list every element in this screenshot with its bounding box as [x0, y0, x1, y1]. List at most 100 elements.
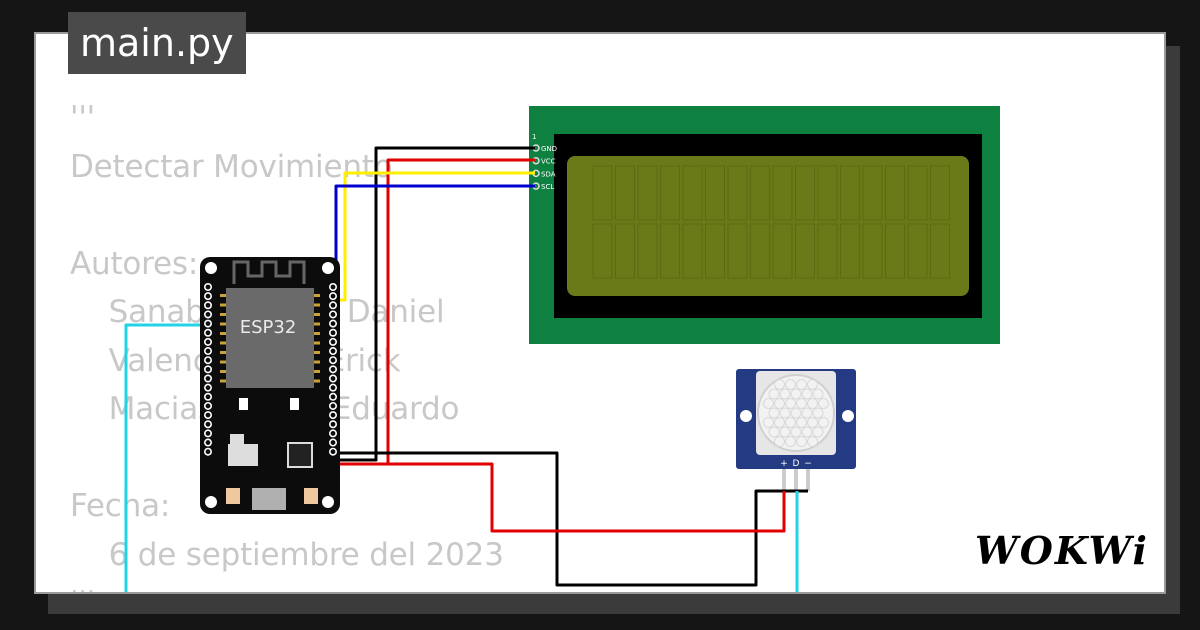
pir-lens-cell	[812, 388, 824, 400]
esp32-pin-left[interactable]	[204, 365, 213, 374]
esp32-module-leg	[312, 322, 320, 326]
esp32-pin-right[interactable]	[328, 392, 337, 401]
esp32-module-leg	[312, 332, 320, 335]
lcd-char-cell	[727, 223, 748, 279]
esp32-mount-hole	[322, 262, 334, 274]
wire-esp32-signal[interactable]	[124, 323, 208, 600]
esp32-pin-right[interactable]	[328, 429, 337, 438]
esp32-pin-left[interactable]	[204, 282, 213, 291]
esp32-module-leg	[312, 303, 320, 307]
pir-pin-vcc[interactable]	[782, 469, 786, 491]
lcd-screen	[567, 156, 969, 296]
pir-lens-cell	[779, 388, 791, 400]
esp32-module-leg	[220, 360, 228, 364]
pir-sensor[interactable]: + D −	[736, 369, 856, 491]
esp32-pin-left[interactable]	[204, 383, 213, 392]
esp32-pin-left[interactable]	[204, 356, 213, 365]
esp32-pin-right[interactable]	[328, 301, 337, 310]
pir-lens-cell	[763, 417, 774, 428]
esp32-antenna	[232, 260, 306, 284]
pir-lens-cell	[768, 426, 780, 438]
esp32-module-leg	[220, 313, 228, 316]
esp32-pin-left[interactable]	[204, 411, 213, 420]
esp32-pin-left[interactable]	[204, 301, 213, 310]
esp32-chip-label: ESP32	[240, 317, 297, 338]
esp32-pin-left[interactable]	[204, 420, 213, 429]
esp32-pin-left[interactable]	[204, 429, 213, 438]
esp32-pin-left[interactable]	[204, 310, 213, 319]
esp32-pin-left[interactable]	[204, 337, 213, 346]
esp32-component	[290, 398, 299, 410]
wire-pir-gnd[interactable]	[331, 451, 808, 587]
esp32-pin-left[interactable]	[204, 319, 213, 328]
esp32-pin-left[interactable]	[204, 292, 213, 301]
lcd-char-cell	[660, 223, 680, 279]
esp32-mount-hole	[205, 262, 217, 274]
lcd-char-cell	[930, 223, 950, 279]
pir-lens-cell	[790, 426, 802, 438]
pir-lens-pattern	[763, 379, 829, 447]
lcd-char-cell	[885, 223, 905, 279]
esp32-module-leg	[220, 370, 228, 373]
esp32-pin-right[interactable]	[328, 337, 337, 346]
esp32-pin-right[interactable]	[328, 411, 337, 420]
wire-pir-vcc[interactable]	[331, 462, 786, 533]
lcd-char-cell	[682, 165, 703, 221]
esp32-pin-left[interactable]	[204, 401, 213, 410]
pir-lens-cell	[763, 398, 774, 409]
pir-pin-data[interactable]	[794, 469, 798, 491]
esp32-module-leg	[312, 351, 320, 354]
esp32-pin-right[interactable]	[328, 401, 337, 410]
esp32-pin-right[interactable]	[328, 347, 337, 356]
lcd-pin-label: VCC	[541, 158, 556, 166]
pir-lens-cell	[796, 417, 807, 428]
esp32-pin-left[interactable]	[204, 347, 213, 356]
esp32-board[interactable]: ESP32	[200, 257, 340, 514]
esp32-pin-left[interactable]	[204, 374, 213, 383]
pir-lens-cell	[801, 388, 813, 400]
esp32-pin-right[interactable]	[328, 420, 337, 429]
file-tab[interactable]: main.py	[68, 12, 246, 74]
pir-lens-cell	[779, 407, 791, 419]
esp32-pin-right[interactable]	[328, 282, 337, 291]
esp32-pin-right[interactable]	[328, 374, 337, 383]
esp32-pin-right[interactable]	[328, 365, 337, 374]
lcd-char-cell	[930, 165, 950, 221]
pir-lens-cell	[807, 398, 818, 409]
wire-lcd-sda[interactable]	[335, 171, 535, 302]
pir-lens-cell	[796, 379, 807, 390]
wire-lcd-scl[interactable]	[334, 184, 535, 300]
esp32-en-button[interactable]	[226, 488, 240, 504]
esp32-pin-right[interactable]	[328, 310, 337, 319]
esp32-module-leg	[220, 303, 228, 307]
esp32-pin-right[interactable]	[328, 383, 337, 392]
esp32-pin-right[interactable]	[328, 319, 337, 328]
esp32-boot-button[interactable]	[304, 488, 318, 504]
esp32-pin-right[interactable]	[328, 328, 337, 337]
wire-lcd-gnd[interactable]	[337, 146, 535, 462]
esp32-pin-right[interactable]	[328, 292, 337, 301]
esp32-pin-right[interactable]	[328, 438, 337, 447]
esp32-pin-left[interactable]	[204, 392, 213, 401]
pir-lens-cell	[785, 417, 796, 428]
pir-dome	[757, 374, 835, 452]
lcd-char-cell	[817, 165, 838, 221]
lcd-pin-label: SDA	[541, 170, 556, 178]
pir-lens-cell	[818, 398, 829, 409]
esp32-pin-left[interactable]	[204, 328, 213, 337]
pir-lens-cell	[801, 426, 813, 438]
lcd-pin-label: SCL	[541, 183, 554, 191]
esp32-pin-left[interactable]	[204, 438, 213, 447]
wire-lcd-vcc[interactable]	[337, 158, 535, 466]
pir-lens-cell	[801, 407, 813, 419]
esp32-pin-left[interactable]	[204, 447, 213, 456]
pir-lens-cell	[790, 407, 802, 419]
pir-lens-cell	[774, 379, 785, 390]
pir-lens-cell	[779, 426, 791, 438]
pir-pin-gnd[interactable]	[806, 469, 810, 491]
esp32-pin-right[interactable]	[328, 447, 337, 456]
esp32-pin-right[interactable]	[328, 356, 337, 365]
esp32-module-leg	[312, 370, 320, 373]
